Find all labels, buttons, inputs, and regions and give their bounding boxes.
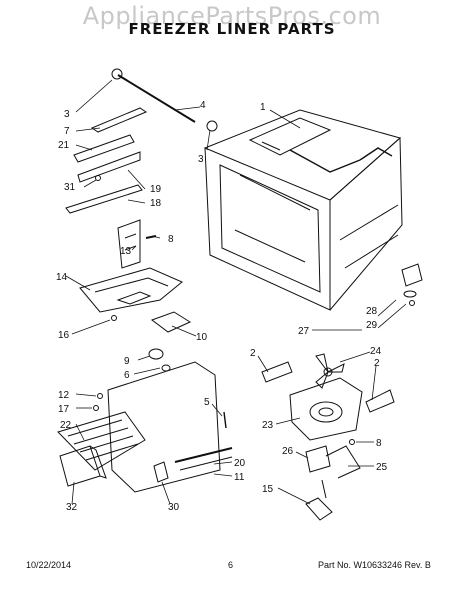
callout-14: 14 <box>56 272 68 283</box>
callout-21: 21 <box>58 140 70 151</box>
callout-13: 13 <box>120 246 132 257</box>
callout-8: 8 <box>168 234 174 245</box>
callout-2: 2 <box>374 358 380 369</box>
footer-part-number: Part No. W10633246 Rev. B <box>318 560 431 570</box>
footer-page-number: 6 <box>228 560 234 570</box>
foam-pad-right <box>365 389 395 413</box>
callout-26: 26 <box>282 446 294 457</box>
callout-24: 24 <box>370 346 382 357</box>
page-title: FREEZER LINER PARTS <box>128 20 336 38</box>
callout-23: 23 <box>262 420 274 431</box>
callout-1: 1 <box>260 102 266 113</box>
callout-19: 19 <box>150 184 162 195</box>
callout-18: 18 <box>150 198 162 209</box>
callout-22: 22 <box>60 420 72 431</box>
callout-27: 27 <box>298 326 310 337</box>
rail-screw <box>95 175 101 181</box>
callout-11: 11 <box>234 472 245 483</box>
motor-bracket <box>305 497 333 521</box>
gasket-pad <box>150 311 192 333</box>
divider-rod <box>117 74 196 123</box>
clip <box>111 315 117 321</box>
callout-2: 2 <box>250 348 256 359</box>
callout-9: 9 <box>124 356 130 367</box>
watermark: AppliancePartsPros.com <box>82 2 382 30</box>
grille <box>57 411 146 471</box>
callout-7: 7 <box>64 126 70 137</box>
footer-date: 10/22/2014 <box>26 560 72 570</box>
knob <box>148 348 164 360</box>
callout-29: 29 <box>366 320 378 331</box>
callout-12: 12 <box>58 390 70 401</box>
callout-5: 5 <box>204 397 210 408</box>
lower-rail <box>77 151 141 183</box>
freezer-liner <box>203 109 403 311</box>
upper-rail <box>73 134 135 163</box>
slide-rail <box>65 184 143 214</box>
fan-housing <box>289 377 363 441</box>
callout-3: 3 <box>64 109 70 120</box>
callout-3: 3 <box>198 154 204 165</box>
callout-28: 28 <box>366 306 378 317</box>
fan-blade <box>315 353 345 389</box>
callout-8: 8 <box>376 438 382 449</box>
callout-16: 16 <box>58 330 70 341</box>
callout-10: 10 <box>196 332 208 343</box>
callout-4: 4 <box>200 100 206 111</box>
foam-pad-left <box>261 361 293 383</box>
connector <box>153 461 169 483</box>
callout-32: 32 <box>66 502 78 513</box>
callout-31: 31 <box>64 182 76 193</box>
bracket <box>117 219 141 269</box>
callout-17: 17 <box>58 404 70 415</box>
callout-15: 15 <box>262 484 274 495</box>
callout-30: 30 <box>168 502 180 513</box>
callout-labels: 1 2 2 3 3 4 5 6 7 8 8 9 10 11 12 13 14 1… <box>56 100 388 513</box>
trim-strip <box>90 107 148 133</box>
callout-20: 20 <box>234 458 246 469</box>
rear-panel <box>107 361 221 493</box>
leader-lines <box>65 79 407 505</box>
washer <box>403 290 417 298</box>
damper-cap <box>401 263 423 287</box>
duct-cover <box>79 267 183 313</box>
callout-6: 6 <box>124 370 130 381</box>
pin <box>223 411 227 429</box>
callout-25: 25 <box>376 462 388 473</box>
rod-end-cap-right <box>206 120 218 132</box>
rod-end-cap-left <box>111 68 123 80</box>
fan-motor <box>305 445 331 473</box>
